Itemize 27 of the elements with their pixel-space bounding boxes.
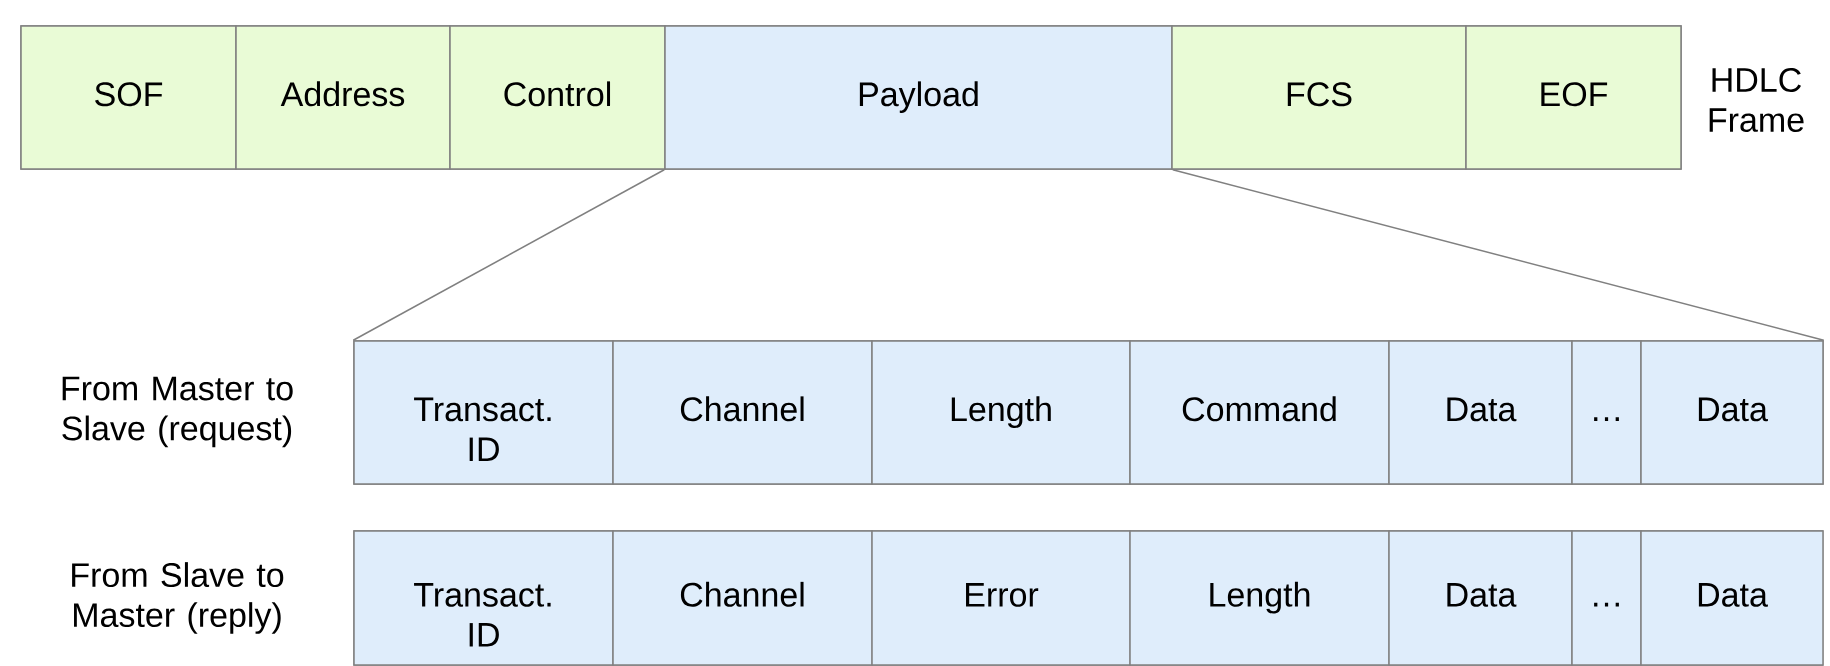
node-label: Error <box>966 583 1039 607</box>
field-cell: Length <box>1129 530 1390 666</box>
field-cell: Channel <box>612 530 873 666</box>
field-cell: Control <box>449 25 666 170</box>
row-label: HDLC Frame <box>1709 67 1804 133</box>
field-cell: FCS <box>1171 25 1467 170</box>
node-label: Length <box>1210 581 1310 614</box>
expansion-line <box>1172 169 1825 341</box>
field-cell: EOF <box>1465 25 1682 170</box>
field-cell: Transact. ID <box>353 530 614 666</box>
field-cell: Length <box>871 340 1131 485</box>
node-label: Transact. ID <box>414 583 551 647</box>
node-label: Channel <box>680 581 804 607</box>
field-cell: … <box>1571 530 1642 666</box>
field-cell: Command <box>1129 340 1390 485</box>
field-cell: Transact. ID <box>353 340 614 485</box>
field-cell: Error <box>871 530 1131 666</box>
node-label: … <box>1594 602 1619 607</box>
field-cell: Channel <box>612 340 873 485</box>
field-cell: SOF <box>20 25 237 170</box>
field-cell: Address <box>235 25 451 170</box>
field-cell: … <box>1571 340 1642 485</box>
expansion-line <box>352 169 665 341</box>
node-label: Data <box>1447 583 1517 607</box>
field-cell: Payload <box>664 25 1173 170</box>
row-label: From Master to Slave (request) <box>62 376 293 448</box>
row-label: From Slave to Master (reply) <box>72 562 284 634</box>
